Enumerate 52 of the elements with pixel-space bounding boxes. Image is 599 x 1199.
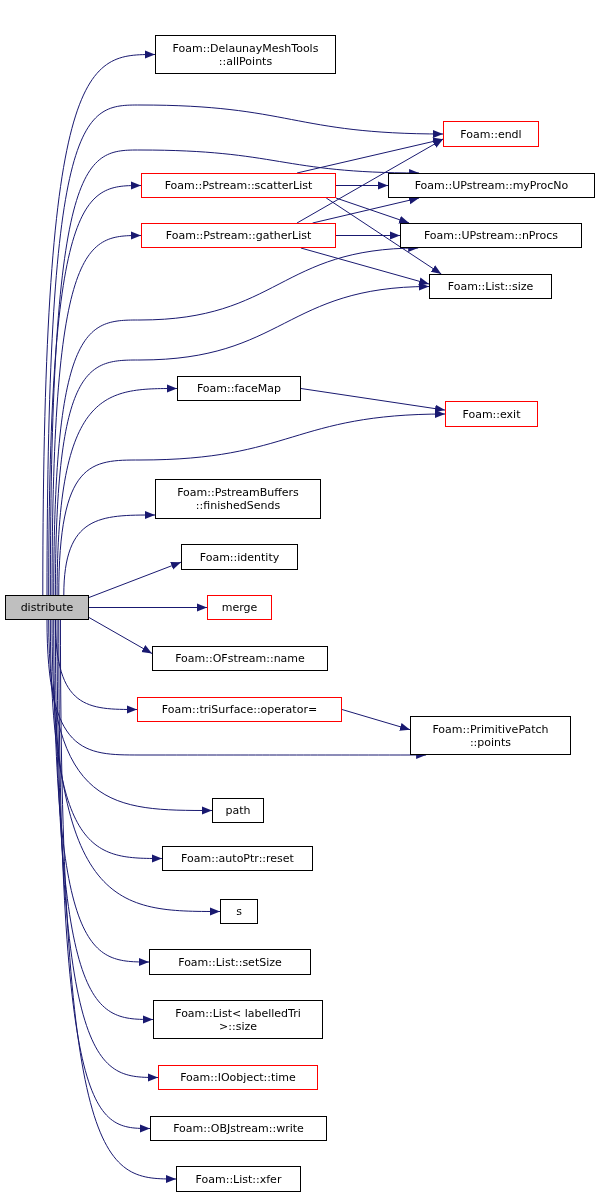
call-arrow	[325, 197, 442, 275]
call-arrow	[58, 619, 151, 1133]
function-box: Foam::List< labelledTri >::size	[153, 1000, 323, 1039]
function-box: Foam::Pstream::gatherList	[141, 223, 336, 248]
function-box: Foam::PrimitivePatch ::points	[410, 716, 571, 755]
function-box: Foam::PstreamBuffers ::finishedSends	[155, 479, 321, 519]
function-box: Foam::UPstream::nProcs	[400, 223, 582, 248]
call-arrow	[42, 50, 156, 596]
function-box: Foam::IOobject::time	[158, 1065, 318, 1090]
function-box: Foam::List::xfer	[176, 1166, 301, 1192]
call-arrow	[59, 619, 177, 1183]
function-box: Foam::UPstream::myProcNo	[388, 173, 595, 198]
call-arrow	[88, 603, 208, 612]
call-arrow	[296, 137, 444, 174]
call-arrow	[335, 181, 389, 190]
call-arrow	[49, 149, 420, 596]
function-box: Foam::triSurface::operator=	[137, 697, 342, 722]
call-arrow	[46, 619, 427, 759]
function-box: Foam::endl	[443, 121, 539, 147]
call-arrow	[51, 619, 221, 916]
function-box: Foam::OBJstream::write	[150, 1116, 327, 1141]
call-arrow	[341, 709, 411, 731]
function-box: Foam::DelaunayMeshTools ::allPoints	[155, 35, 336, 74]
function-box: s	[220, 899, 258, 924]
call-arrow	[48, 619, 213, 815]
call-arrow	[49, 619, 163, 863]
call-arrow	[296, 138, 444, 224]
function-box: Foam::List::size	[429, 274, 552, 299]
function-box: Foam::exit	[445, 401, 538, 427]
call-arrow	[300, 388, 446, 413]
call-arrow	[88, 561, 182, 598]
call-arrow	[88, 617, 153, 654]
call-arrow	[58, 410, 446, 596]
call-arrow	[53, 619, 150, 966]
function-box: Foam::identity	[181, 544, 298, 570]
current-function-box: distribute	[5, 595, 89, 620]
function-box: Foam::List::setSize	[149, 949, 311, 975]
function-box: Foam::faceMap	[177, 376, 301, 401]
call-arrow	[300, 247, 430, 286]
function-box: merge	[207, 595, 272, 620]
call-arrow	[63, 511, 156, 596]
function-box: Foam::Pstream::scatterList	[141, 173, 336, 198]
call-arrow	[46, 104, 444, 596]
function-box: path	[212, 798, 264, 823]
call-arrow	[56, 619, 159, 1082]
call-arrow	[335, 197, 410, 224]
call-arrow	[54, 619, 154, 1024]
call-arrow	[335, 231, 401, 240]
function-box: Foam::OFstream::name	[152, 646, 328, 671]
function-box: Foam::autoPtr::reset	[162, 846, 313, 871]
call-arrow	[56, 384, 178, 596]
call-arrow	[312, 196, 420, 224]
